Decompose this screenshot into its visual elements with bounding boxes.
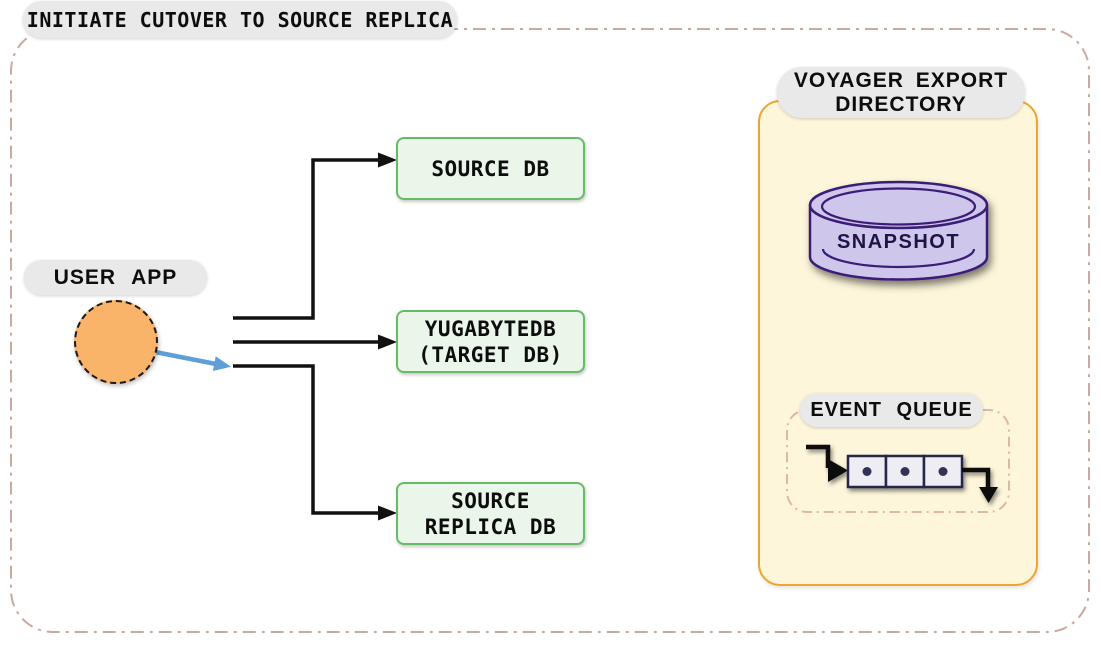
voyager-export-directory-label: VOYAGER EXPORT DIRECTORY (777, 67, 1025, 118)
source-replica-db-box: SOURCE REPLICA DB (396, 482, 585, 545)
yugabytedb-target-box: YUGABYTEDB (TARGET DB) (396, 310, 585, 373)
source-db-label: SOURCE DB (431, 156, 550, 181)
replica-db-label: REPLICA DB (424, 514, 557, 539)
diagram-title: INITIATE CUTOVER TO SOURCE REPLICA (23, 1, 457, 38)
target-db-label: (TARGET DB) (418, 342, 563, 367)
user-app-label: USER APP (24, 260, 207, 295)
event-queue-label: EVENT QUEUE (800, 393, 983, 427)
source-replica-label: SOURCE (451, 488, 530, 513)
cutover-arrow (147, 348, 231, 371)
snapshot-cylinder-icon (808, 180, 989, 281)
user-app-node (74, 300, 158, 384)
connector-arrow-target-db (233, 334, 397, 350)
connector-arrow-source-replica-db (233, 364, 397, 521)
source-db-box: SOURCE DB (396, 137, 585, 200)
event-queue-icon (806, 444, 998, 503)
yugabytedb-label: YUGABYTEDB (424, 316, 557, 341)
snapshot-label: SNAPSHOT (836, 230, 961, 253)
connector-arrow-source-db (233, 152, 397, 320)
diagram-outer-border (10, 28, 1090, 633)
